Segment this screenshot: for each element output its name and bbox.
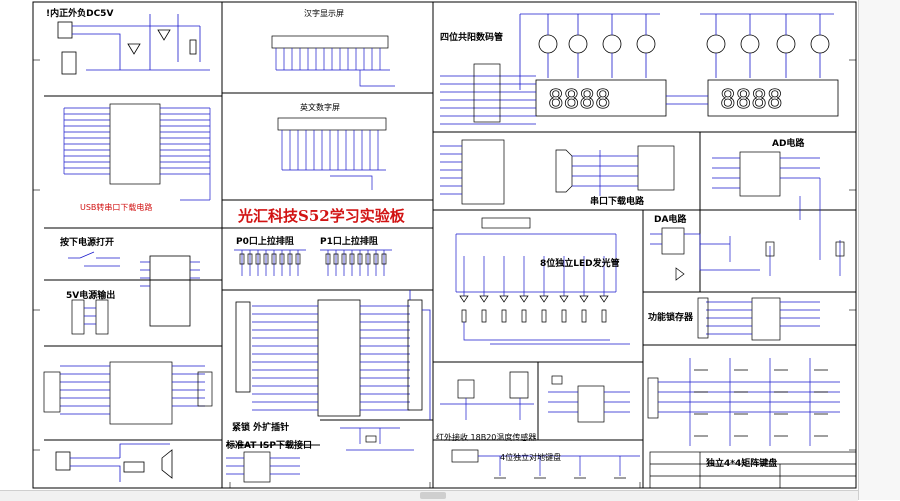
sheet-border [32, 1, 857, 489]
label-isp: 标准AT ISP下载接口 [226, 441, 312, 451]
label-main-title: 光汇科技S52学习实验板 [238, 207, 405, 225]
label-usb-download: USB转串口下载电路 [80, 203, 153, 212]
label-latch: 功能锁存器 [648, 313, 694, 323]
label-ad-circuit: AD电路 [772, 139, 805, 149]
vertical-scrollbar[interactable] [858, 0, 900, 500]
border-ruler [33, 59, 856, 488]
relay-buzzer [55, 443, 173, 482]
title-block [649, 451, 857, 489]
dc-power-circuit [57, 14, 210, 75]
crystal-circuit [340, 427, 414, 451]
keys-independent [451, 449, 640, 479]
lcd-hanzi-header [271, 35, 395, 87]
svg-text:8888: 8888 [720, 85, 783, 115]
label-output-5v: 5V电源输出 [66, 291, 116, 301]
label-lock-header: 紧锁 外扩插针 [232, 423, 290, 433]
seven-seg-display-left: 8888 [535, 79, 667, 117]
label-serial-download: 串口下载电路 [590, 197, 645, 207]
driver-ic [43, 361, 213, 425]
matrix-keypad [647, 358, 840, 446]
label-p0-pullup: P0口上拉排阻 [236, 237, 294, 247]
label-p1-pullup: P1口上拉排阻 [320, 237, 378, 247]
section-dividers [44, 2, 856, 488]
seven-seg-display-right: 8888 [707, 79, 839, 117]
output-5v-headers [71, 299, 109, 335]
label-led-8: 8位独立LED发光管 [540, 259, 620, 269]
schematic-sheet: 8888 8888 [32, 1, 857, 489]
pullup-networks [234, 249, 392, 276]
seg-transistors-right [700, 13, 834, 78]
scrollbar-thumb[interactable] [420, 492, 446, 499]
label-ir-temp: 红外接收 18B20温度传感器 [436, 433, 537, 442]
isp-connector [226, 451, 300, 483]
da-circuit [650, 227, 845, 281]
seg-transistors-left [519, 13, 660, 90]
label-power-switch: 按下电源打开 [60, 238, 115, 248]
usb-ic [63, 103, 211, 201]
lcd-english-header [277, 117, 387, 190]
ir-temp-circuit [440, 371, 534, 420]
label-dc-power: !内正外负DC5V [46, 9, 114, 19]
seg-wiring [440, 63, 708, 125]
ad-circuit [712, 151, 821, 260]
label-english-screen: 英文数字屏 [300, 103, 340, 112]
mcu-s52 [235, 290, 431, 420]
horizontal-scrollbar[interactable] [0, 490, 858, 501]
led-array [455, 217, 630, 345]
svg-text:8888: 8888 [548, 85, 611, 115]
label-keys-4: 4位独立对地键盘 [500, 453, 562, 462]
switch-circuit [68, 251, 200, 327]
label-hanzi-screen: 汉字显示屏 [304, 9, 344, 18]
chip-circuit [548, 375, 630, 423]
label-da-circuit: DA电路 [654, 215, 687, 225]
latch-ic [697, 297, 820, 341]
label-matrix-4x4: 独立4*4矩阵键盘 [706, 459, 778, 469]
serial-circuit [440, 139, 675, 205]
label-seven-seg: 四位共阳数码管 [440, 33, 504, 43]
